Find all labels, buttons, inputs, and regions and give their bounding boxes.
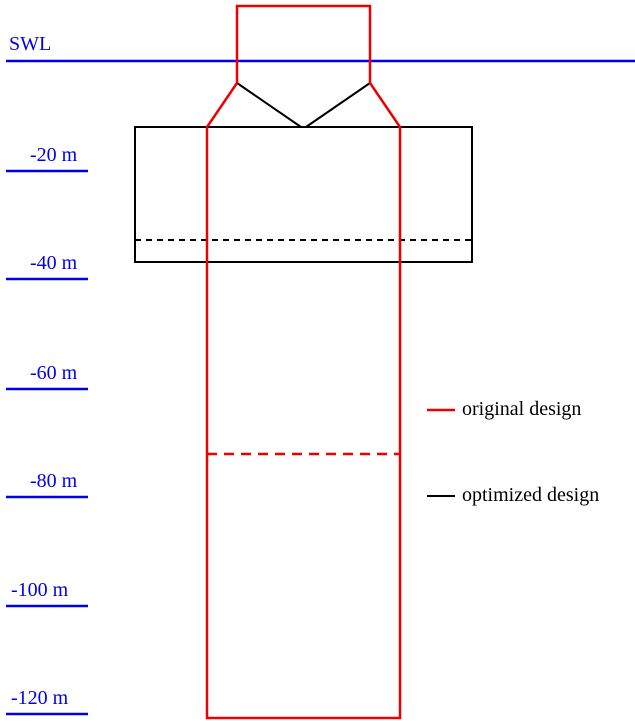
depth-label-100: -100 m: [11, 579, 69, 601]
depth-label-20: -20 m: [30, 144, 78, 166]
depth-label-120: -120 m: [11, 687, 69, 709]
optimized-right-brace: [305, 82, 371, 128]
original-tower-outline: [205, 4, 402, 720]
optimized-design-outline: [134, 82, 473, 263]
depth-scale-ticks: [6, 169, 88, 716]
legend-optimized-label: optimized design: [462, 484, 600, 506]
depth-label-40: -40 m: [30, 252, 78, 274]
optimized-left-brace: [236, 82, 302, 128]
swl-label: SWL: [9, 33, 52, 55]
depth-label-80: -80 m: [30, 470, 78, 492]
legend-original-label: original design: [462, 398, 582, 420]
depth-label-60: -60 m: [30, 362, 78, 384]
original-design-outline: [205, 4, 402, 720]
optimized-base-block: [134, 126, 473, 263]
